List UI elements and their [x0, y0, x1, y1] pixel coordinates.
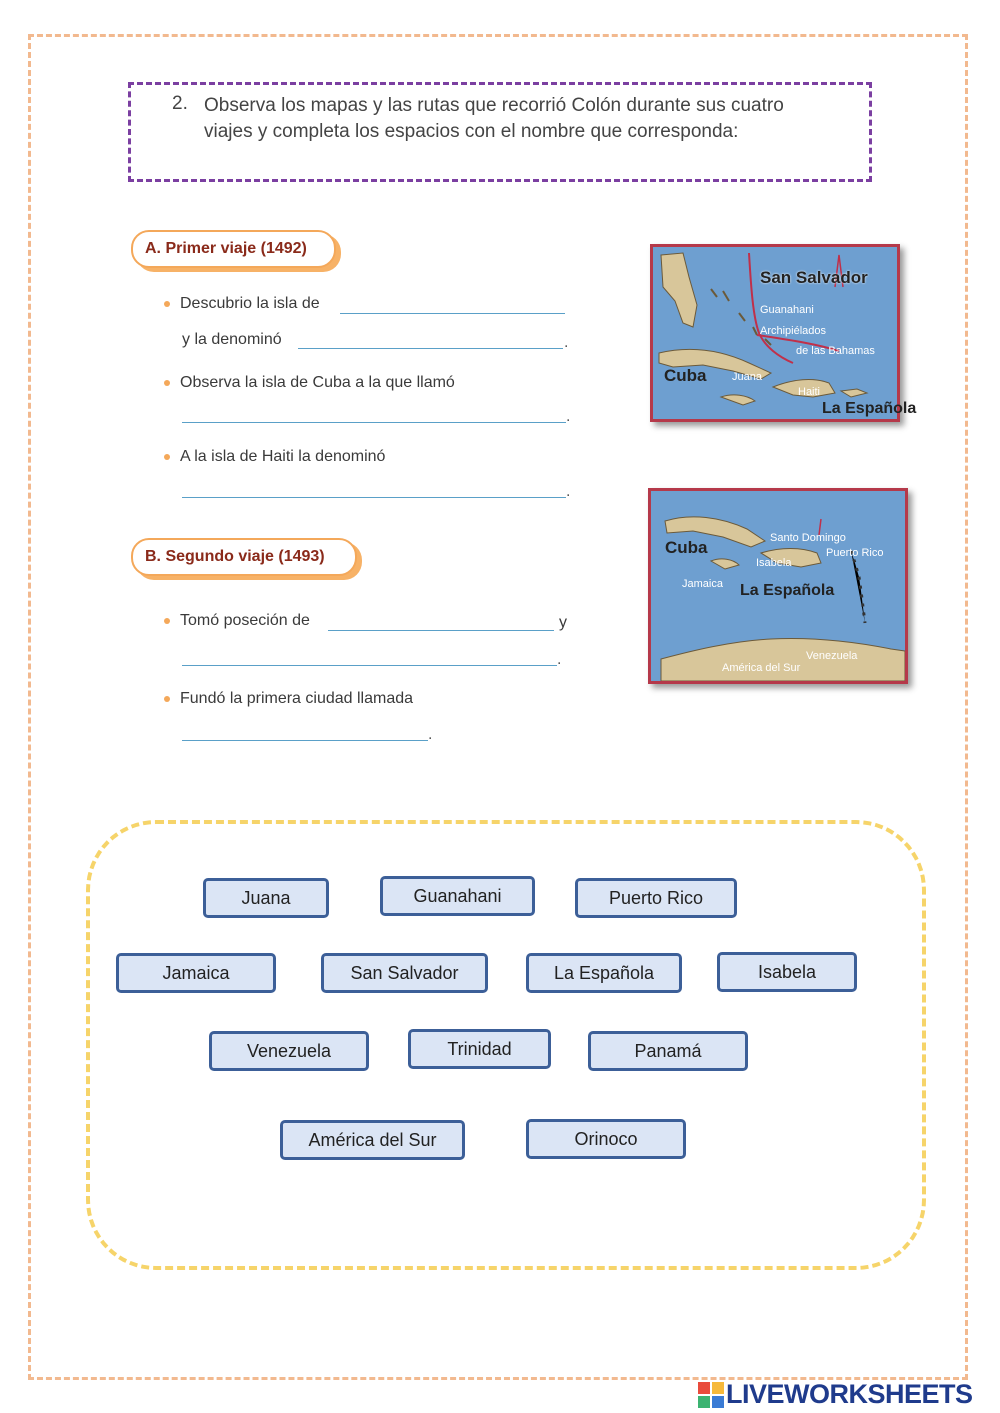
section-b-item-1: Tomó poseción de	[164, 612, 310, 630]
bullet-icon	[164, 617, 170, 624]
liveworksheets-logo-icon	[698, 1382, 724, 1408]
blank-cuba-nombre[interactable]	[182, 422, 566, 423]
map1-label-san-salvador: San Salvador	[760, 268, 868, 287]
bullet-icon	[164, 453, 170, 460]
word-chip-orinoco[interactable]: Orinoco	[526, 1119, 686, 1159]
word-bank	[86, 820, 926, 1270]
section-a-item-3: A la isla de Haiti la denominó	[164, 448, 385, 466]
blank-primera-ciudad[interactable]	[182, 740, 428, 741]
bullet-icon	[164, 300, 170, 307]
word-chip-guanahani[interactable]: Guanahani	[380, 876, 535, 916]
period: .	[428, 726, 433, 743]
section-a-title: A. Primer viaje (1492)	[131, 230, 336, 268]
word-chip-trinidad[interactable]: Trinidad	[408, 1029, 551, 1069]
map2-label-america-sur: América del Sur	[722, 662, 801, 674]
map2-label-jamaica: Jamaica	[682, 578, 723, 590]
word-chip-america-del-sur[interactable]: América del Sur	[280, 1120, 465, 1160]
section-b-item-1-text: Tomó poseción de	[180, 612, 310, 629]
word-chip-jamaica[interactable]: Jamaica	[116, 953, 276, 993]
map-segundo-viaje-drawing	[660, 516, 905, 681]
section-a-item-1-continuation: y la denominó	[182, 331, 282, 348]
blank-isla-descubierta[interactable]	[340, 313, 565, 314]
page-frame	[28, 34, 968, 1380]
word-chip-juana[interactable]: Juana	[203, 878, 329, 918]
instruction-box	[128, 82, 872, 182]
section-a-item-1: Descubrio la isla de	[164, 295, 320, 313]
word-chip-panama[interactable]: Panamá	[588, 1031, 748, 1071]
section-a-item-3-text: A la isla de Haiti la denominó	[180, 448, 386, 465]
word-chip-puerto-rico[interactable]: Puerto Rico	[575, 878, 737, 918]
blank-posesion-2[interactable]	[182, 665, 557, 666]
instruction-text: Observa los mapas y las rutas que recorr…	[204, 95, 784, 142]
word-chip-isabela[interactable]: Isabela	[717, 952, 857, 992]
map1-label-bahamas: de las Bahamas	[796, 345, 875, 357]
word-chip-san-salvador[interactable]: San Salvador	[321, 953, 488, 993]
period: .	[564, 334, 569, 351]
period: .	[557, 651, 562, 668]
section-a-item-2: Observa la isla de Cuba a la que llamó	[164, 374, 455, 392]
map-segundo-viaje	[648, 488, 908, 684]
map1-label-haiti: Haiti	[798, 386, 821, 398]
map2-label-venezuela: Venezuela	[806, 650, 858, 662]
map1-label-espanola: La Española	[822, 400, 917, 417]
bullet-icon	[164, 695, 170, 702]
period: .	[566, 483, 571, 500]
blank-posesion-1[interactable]	[328, 630, 554, 631]
section-b-item-1-suffix: y	[559, 614, 567, 631]
map-primer-viaje	[650, 244, 900, 422]
map-primer-viaje-drawing	[658, 252, 869, 406]
section-a-item-2-text: Observa la isla de Cuba a la que llamó	[180, 374, 455, 391]
map2-label-espanola: La Española	[740, 582, 835, 599]
section-b-item-2-text: Fundó la primera ciudad llamada	[180, 690, 414, 707]
map2-label-cuba: Cuba	[665, 538, 708, 557]
word-chip-venezuela[interactable]: Venezuela	[209, 1031, 369, 1071]
map2-label-isabela: Isabela	[756, 557, 792, 569]
bullet-icon	[164, 379, 170, 386]
instruction-number: 2.	[172, 93, 188, 114]
blank-isla-denominada[interactable]	[298, 348, 563, 349]
section-a-item-1-text: Descubrio la isla de	[180, 295, 320, 312]
map2-label-santo-domingo: Santo Domingo	[770, 532, 846, 544]
map1-label-juana: Juana	[732, 371, 762, 383]
period: .	[566, 408, 571, 425]
map1-label-archipielados: Archipiélados	[760, 325, 827, 337]
section-b-item-2: Fundó la primera ciudad llamada	[164, 690, 413, 708]
blank-haiti-nombre[interactable]	[182, 497, 566, 498]
map2-label-puerto-rico: Puerto Rico	[826, 547, 884, 559]
word-chip-la-espanola[interactable]: La Española	[526, 953, 682, 993]
section-b-title: B. Segundo viaje (1493)	[131, 538, 357, 576]
map1-label-cuba: Cuba	[664, 366, 707, 385]
liveworksheets-brand: LIVEWORKSHEETS	[726, 1379, 973, 1409]
map1-label-guanahani: Guanahani	[760, 304, 814, 316]
